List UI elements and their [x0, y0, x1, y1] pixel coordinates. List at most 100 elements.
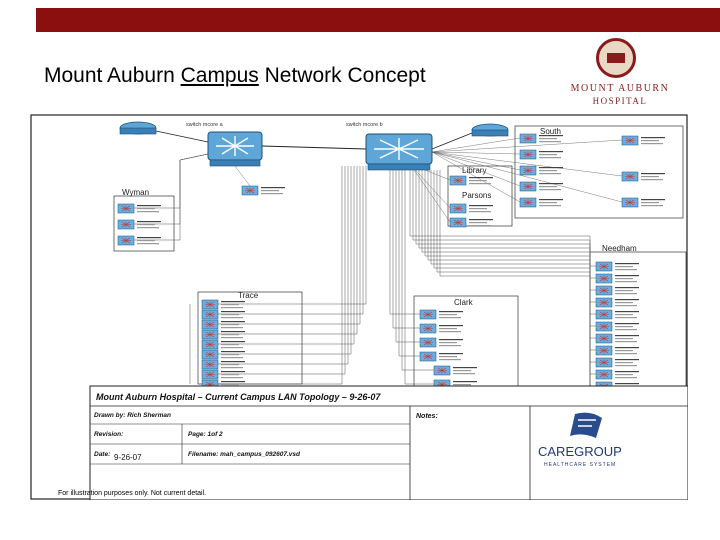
switch-icon: [201, 339, 219, 350]
switch-icon: [201, 349, 219, 360]
switch-label-line: [641, 176, 659, 178]
link-line: [431, 151, 623, 203]
link-line: [431, 151, 521, 155]
switch-label-line: [615, 347, 639, 349]
switch-label-line: [641, 137, 665, 139]
switch-icon: [595, 321, 613, 332]
switch-icon: [449, 203, 467, 214]
switch-label-line: [615, 311, 639, 313]
switch-icon: [595, 261, 613, 272]
switch-label-line: [615, 383, 639, 385]
switch-label-line: [539, 186, 557, 188]
link-line: [431, 132, 473, 150]
switch-label-line: [221, 384, 239, 386]
switch-icon: [419, 337, 437, 348]
switch-label-line: [469, 208, 487, 210]
link-line: [261, 145, 367, 150]
link-line: [218, 166, 349, 365]
switch-icon: [117, 219, 135, 230]
caregroup-brand: CAREGROUP: [538, 444, 622, 459]
link-line: [218, 166, 343, 385]
switch-icon: [419, 351, 437, 362]
link-line: [409, 163, 451, 223]
switch-icon: [201, 329, 219, 340]
switch-icon: [595, 273, 613, 284]
switch-icon: [241, 185, 259, 196]
link-line: [218, 166, 361, 325]
top-banner: [36, 8, 720, 32]
link-line: [155, 130, 209, 143]
switch-label-line: [615, 314, 633, 316]
switch-label-line: [469, 177, 493, 179]
link-line: [421, 170, 596, 315]
link-line: [134, 153, 209, 241]
switch-label-line: [539, 170, 557, 172]
switch-label-line: [641, 143, 663, 145]
switch-icon: [201, 319, 219, 330]
switch-icon: [201, 359, 219, 370]
switch-label-line: [453, 384, 471, 386]
link-line: [218, 166, 367, 305]
switch-label-line: [453, 367, 477, 369]
switch-label-line: [615, 287, 639, 289]
switch-icon: [595, 357, 613, 368]
switch-label-line: [615, 365, 637, 367]
link-line: [431, 137, 521, 153]
titleblock-revision: Revision:: [94, 431, 123, 438]
parsons-label: Parsons: [462, 191, 491, 200]
switch-icon: [433, 365, 451, 376]
switch-icon: [519, 133, 537, 144]
switch-label-line: [539, 141, 561, 143]
network-diagram: South Library Parsons Wyman Needham Clar…: [30, 114, 688, 500]
link-line: [234, 165, 251, 187]
link-line: [415, 170, 596, 291]
switch-icon: [595, 309, 613, 320]
core-switch-a: [207, 131, 263, 167]
switch-label-line: [615, 317, 637, 319]
switch-label-line: [615, 293, 637, 295]
switch-label-line: [221, 371, 245, 373]
link-line: [218, 166, 355, 345]
switch-label-line: [539, 154, 557, 156]
titleblock-date-label: Date:: [94, 451, 110, 458]
switch-label-line: [221, 367, 243, 369]
link-line: [431, 139, 623, 153]
switch-label-line: [615, 323, 639, 325]
switch-label-line: [221, 307, 243, 309]
titleblock-drawn-by: Drawn by: Rich Sherman: [94, 412, 171, 419]
slide-title: Mount Auburn Campus Network Concept: [44, 64, 426, 88]
switch-label-line: [221, 374, 239, 376]
switch-label-line: [615, 338, 633, 340]
switch-icon: [419, 323, 437, 334]
title-underlined: Campus: [180, 64, 259, 87]
switch-label-line: [221, 354, 239, 356]
title-block: Mount Auburn Hospital – Current Campus L…: [89, 385, 688, 500]
switch-icon: [519, 165, 537, 176]
core-switch-b: [365, 133, 433, 171]
switch-label-line: [615, 350, 633, 352]
switch-label-line: [221, 314, 239, 316]
router-right-icon: [471, 123, 509, 137]
switch-label-line: [439, 328, 457, 330]
link-line: [431, 151, 521, 171]
switch-label-line: [221, 337, 243, 339]
switch-icon: [201, 369, 219, 380]
switch-icon: [621, 171, 639, 182]
library-label: Library: [462, 166, 486, 175]
switch-label-line: [439, 339, 463, 341]
switch-icon: [519, 181, 537, 192]
switch-label-line: [469, 180, 487, 182]
switch-label-line: [615, 302, 633, 304]
switch-label-line: [615, 305, 637, 307]
switch-label-line: [539, 157, 561, 159]
switch-label-line: [439, 342, 457, 344]
switch-label-line: [539, 135, 563, 137]
switch-label-line: [261, 187, 285, 189]
switch-icon: [621, 135, 639, 146]
switch-label-line: [221, 341, 245, 343]
logo-subname: HOSPITAL: [592, 96, 648, 106]
switch-label-line: [137, 237, 161, 239]
switch-label-line: [539, 189, 561, 191]
switch-label-line: [469, 211, 491, 213]
switch-icon: [201, 299, 219, 310]
